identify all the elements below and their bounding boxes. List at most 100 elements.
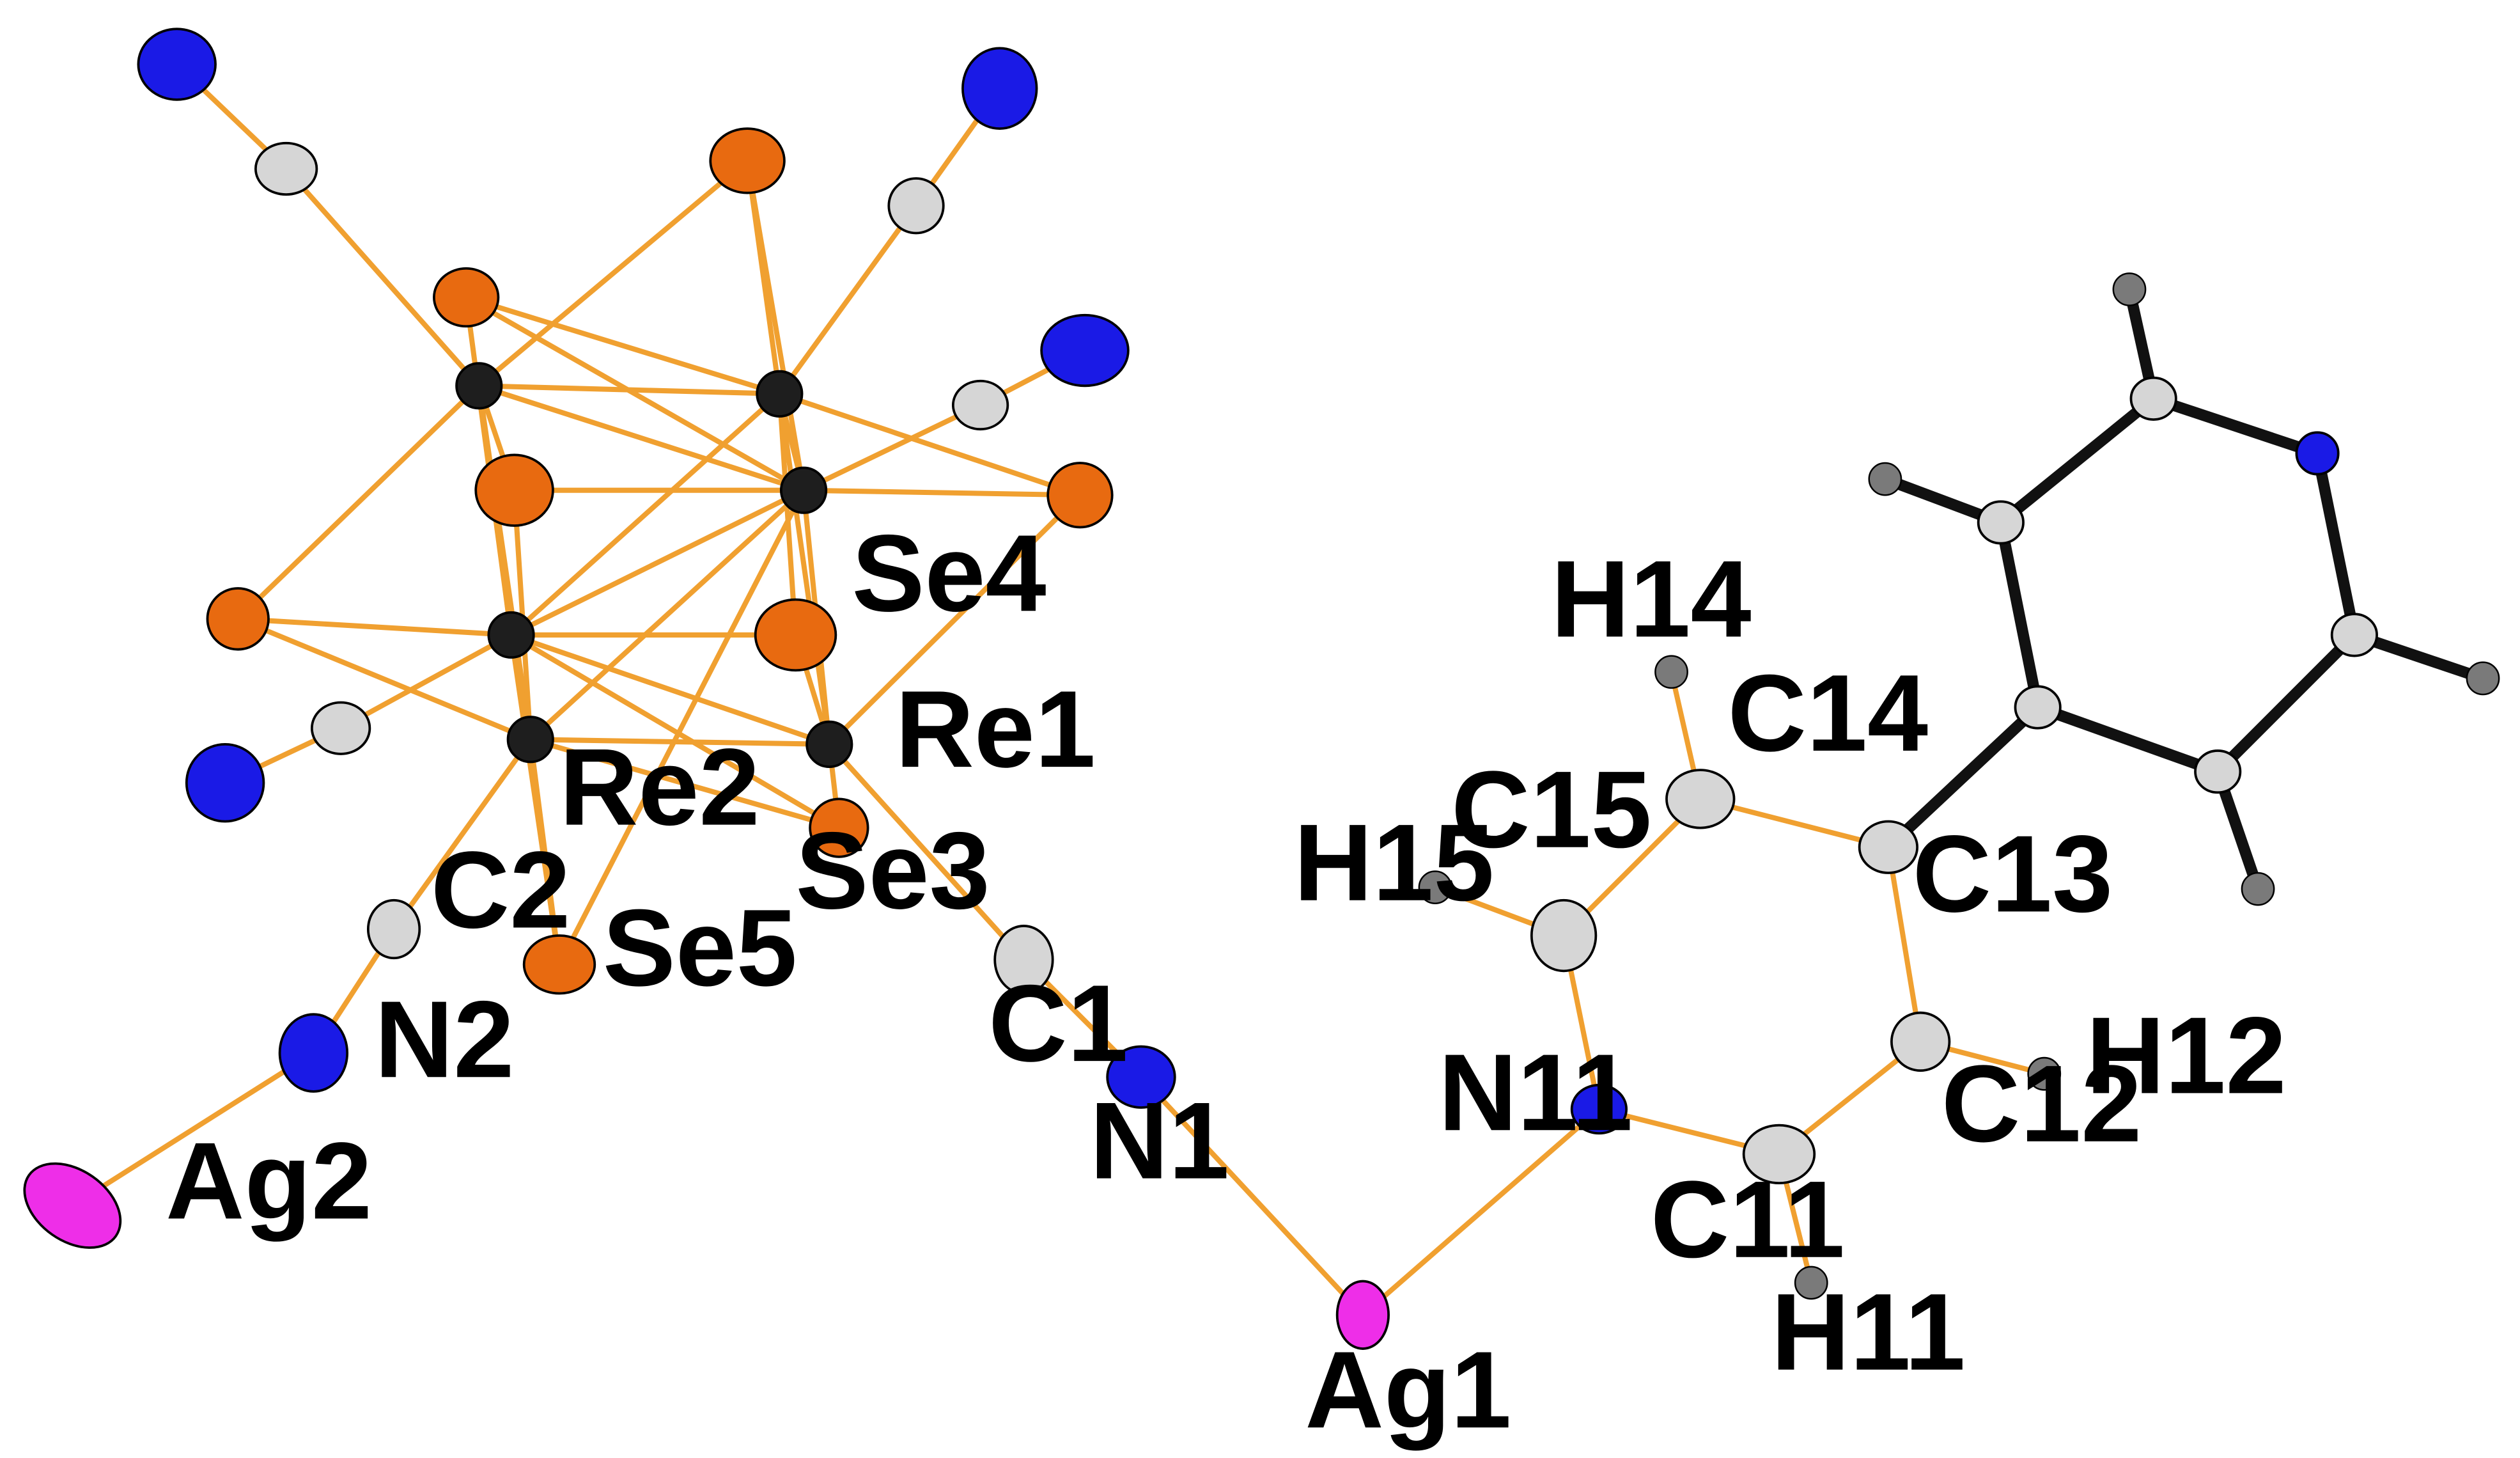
bond <box>527 487 807 742</box>
label-c12: C12 <box>1941 1043 2142 1165</box>
bond <box>476 158 751 389</box>
bond <box>827 492 1083 747</box>
carbon-atom <box>1530 898 1598 973</box>
bond <box>235 616 514 638</box>
carbon-atoms <box>254 141 2378 1185</box>
label-h15: H15 <box>1294 802 1495 924</box>
label-n11: N11 <box>1438 1031 1633 1154</box>
selenium-atom <box>754 598 837 672</box>
bond <box>235 616 533 742</box>
selenium-atom <box>1046 462 1114 529</box>
bond <box>338 632 514 731</box>
bond <box>463 295 807 493</box>
nitrogen-atom <box>2295 431 2340 476</box>
rhenium-atom <box>487 611 535 659</box>
bond <box>1360 1106 1602 1318</box>
hydrogen-atom <box>2027 1056 2062 1091</box>
carbon-atom <box>2129 376 2177 421</box>
carbon-atom <box>2014 685 2062 730</box>
hydrogen-atom <box>1794 1266 1828 1300</box>
selenium-atom <box>709 127 786 194</box>
label-h11: H11 <box>1771 1271 1965 1393</box>
label-n2: N2 <box>375 978 515 1101</box>
label-re2: Re2 <box>559 726 760 849</box>
label-se3: Se3 <box>796 810 990 932</box>
nitrogen-atom <box>278 1013 349 1093</box>
label-c15: C15 <box>1451 749 1652 871</box>
bond <box>391 737 533 932</box>
carbon-atom <box>1890 1011 1951 1072</box>
bond <box>508 632 832 747</box>
bond <box>2212 629 2360 778</box>
bond <box>777 391 798 638</box>
label-h14: H14 <box>1551 538 1752 660</box>
carbon-atom <box>993 925 1054 995</box>
bond <box>508 391 782 638</box>
nitrogen-atom <box>961 47 1038 130</box>
label-c14: C14 <box>1728 652 1929 774</box>
rhenium-atom <box>506 716 554 764</box>
label-c13: C13 <box>1913 813 2113 935</box>
silver-atom <box>1335 1280 1390 1350</box>
label-ag2: Ag2 <box>166 1120 372 1242</box>
label-re1: Re1 <box>895 668 1096 790</box>
bond <box>70 1050 316 1209</box>
carbon-atom <box>254 141 318 196</box>
bond <box>1995 517 2044 713</box>
bond <box>1883 702 2044 853</box>
bond <box>827 741 1027 962</box>
bond <box>283 166 482 389</box>
label-c11: C11 <box>1651 1159 1845 1281</box>
selenium-atom <box>433 267 500 328</box>
hydrogen-atom <box>2112 272 2147 306</box>
carbon-atom <box>1665 769 1736 829</box>
carbon-atom <box>951 379 1009 431</box>
nitrogen-atom <box>185 742 265 823</box>
bond <box>527 737 563 968</box>
selenium-atoms <box>206 127 1114 995</box>
selenium-atom <box>474 453 554 527</box>
hydrogen-atom <box>1654 655 1688 689</box>
label-c1: C1 <box>988 962 1128 1085</box>
bond <box>745 158 807 493</box>
bond <box>777 203 919 396</box>
rhenium-atom <box>780 466 828 514</box>
selenium-atom <box>522 934 596 995</box>
silver-atoms <box>23 1162 1390 1350</box>
nitrogen-atom <box>137 27 217 101</box>
label-se5: Se5 <box>603 887 797 1009</box>
carbon-atom <box>1977 500 2025 545</box>
nitrogen-atoms <box>137 27 2340 1135</box>
nitrogen-atom <box>1570 1083 1628 1135</box>
bond <box>235 383 482 622</box>
hydrogen-atom <box>1418 870 1452 905</box>
bond <box>1885 844 1924 1044</box>
bond <box>777 391 1083 498</box>
silver-atom <box>23 1162 122 1249</box>
bond <box>556 487 807 968</box>
hydrogen-atoms <box>1418 272 2500 1300</box>
bond <box>463 295 782 396</box>
nitrogen-atom <box>1106 1045 1176 1109</box>
carbon-atom <box>310 701 371 755</box>
carbon-atom <box>1858 820 1919 874</box>
rhenium-atom <box>455 362 503 410</box>
atom-labels: Se4 Re1 Re2 Se3 Se5 C2 N2 Ag2 C1 N1 Ag1 … <box>166 512 2287 1451</box>
carbon-atom <box>2330 613 2378 657</box>
label-h12: H12 <box>2086 994 2287 1117</box>
hydrogen-atom <box>2241 872 2275 906</box>
label-n1: N1 <box>1090 1080 1230 1202</box>
rhenium-atoms <box>455 362 853 768</box>
bond <box>2032 702 2224 778</box>
rhenium-atom <box>756 370 804 418</box>
label-ag1: Ag1 <box>1305 1329 1511 1451</box>
rhenium-atom <box>805 720 853 768</box>
carbon-atom <box>2194 749 2242 794</box>
carbon-atom <box>366 898 421 960</box>
selenium-atom <box>809 797 869 858</box>
label-c2: C2 <box>431 829 571 951</box>
nitrogen-atom <box>1040 313 1130 388</box>
bond <box>527 737 842 831</box>
bond <box>801 487 1083 498</box>
